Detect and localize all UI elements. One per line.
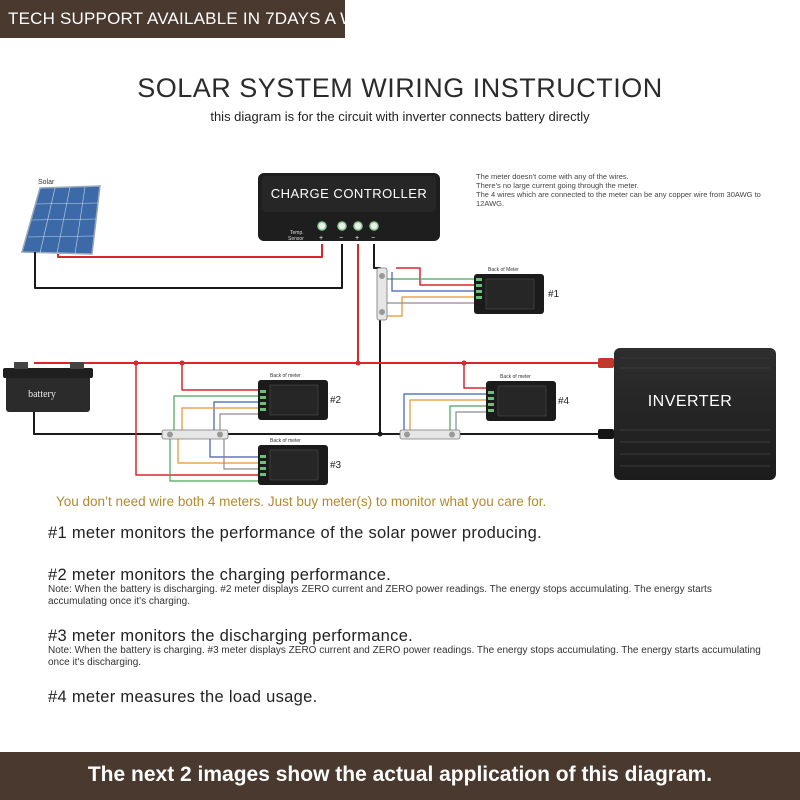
page-title: SOLAR SYSTEM WIRING INSTRUCTION bbox=[137, 73, 663, 103]
solar-panel: Solar bbox=[21, 179, 101, 255]
meter-3-back-label: Back of meter bbox=[270, 438, 301, 444]
meter-4-number: #4 bbox=[558, 396, 570, 407]
tech-support-banner: TECH SUPPORT AVAILABLE IN 7DAYS A WEEK bbox=[0, 0, 391, 38]
meter-2-signal-wires bbox=[173, 395, 258, 432]
meter-note-line-3: The 4 wires which are connected to the m… bbox=[476, 190, 761, 208]
meter-3: Back of meter #3 bbox=[258, 438, 342, 485]
meter-1: Back of Meter #1 bbox=[474, 267, 560, 314]
meter-1-number: #1 bbox=[548, 289, 560, 300]
meter-4: Back of meter #4 bbox=[486, 374, 570, 421]
meter-2-back-label: Back of meter bbox=[270, 373, 301, 379]
meter-2-description: #2 meter monitors the charging performan… bbox=[48, 566, 392, 584]
application-banner: The next 2 images show the actual applic… bbox=[0, 752, 800, 800]
svg-text:−: − bbox=[371, 235, 375, 242]
meter-wire-note: The meter doesn't come with any of the w… bbox=[476, 172, 776, 208]
shunt-meter-4 bbox=[399, 429, 461, 440]
meter-3-signal-wires bbox=[169, 438, 258, 482]
solar-label: Solar bbox=[38, 179, 55, 186]
meter-1-back-label: Back of Meter bbox=[488, 267, 519, 273]
controller-sensor-label: Sensor bbox=[288, 236, 304, 242]
meter-3-number: #3 bbox=[330, 460, 342, 471]
positive-junctions bbox=[133, 360, 467, 366]
svg-text:+: + bbox=[355, 235, 359, 242]
controller-temp-label: Temp. bbox=[290, 230, 304, 236]
svg-text:−: − bbox=[339, 235, 343, 242]
shunt-meter-1 bbox=[376, 267, 388, 321]
meter-3-note: Note: When the battery is charging. #3 m… bbox=[48, 645, 761, 668]
inverter-label: INVERTER bbox=[648, 393, 733, 410]
meter-4-back-label: Back of meter bbox=[500, 374, 531, 380]
shunt-meter-2-3 bbox=[161, 429, 229, 440]
meter-purchase-tip: You don’t need wire both 4 meters. Just … bbox=[56, 494, 547, 509]
meter-2-number: #2 bbox=[330, 395, 342, 406]
power-wires bbox=[33, 244, 600, 476]
meter-3-description: #3 meter monitors the discharging perfor… bbox=[48, 627, 414, 645]
battery-label: battery bbox=[28, 389, 56, 400]
battery: battery bbox=[3, 362, 93, 412]
meter-4-signal-wires bbox=[403, 393, 486, 432]
controller-label: CHARGE CONTROLLER bbox=[271, 186, 428, 201]
inverter: INVERTER bbox=[598, 348, 776, 480]
charge-controller: CHARGE CONTROLLER Temp. Sensor + − + − bbox=[258, 173, 440, 242]
negative-junctions bbox=[377, 431, 383, 437]
meter-1-signal-wires bbox=[377, 272, 474, 317]
meter-2: Back of meter #2 bbox=[258, 373, 342, 420]
page-subtitle: this diagram is for the circuit with inv… bbox=[210, 109, 590, 124]
meter-1-description: #1 meter monitors the performance of the… bbox=[48, 524, 542, 542]
svg-text:+: + bbox=[319, 235, 323, 242]
meter-2-note: Note: When the battery is discharging. #… bbox=[48, 584, 712, 607]
meter-4-description: #4 meter measures the load usage. bbox=[48, 688, 318, 706]
meter-note-line-1: The meter doesn't come with any of the w… bbox=[476, 172, 629, 181]
meter-note-line-2: There's no large current going through t… bbox=[476, 181, 639, 190]
